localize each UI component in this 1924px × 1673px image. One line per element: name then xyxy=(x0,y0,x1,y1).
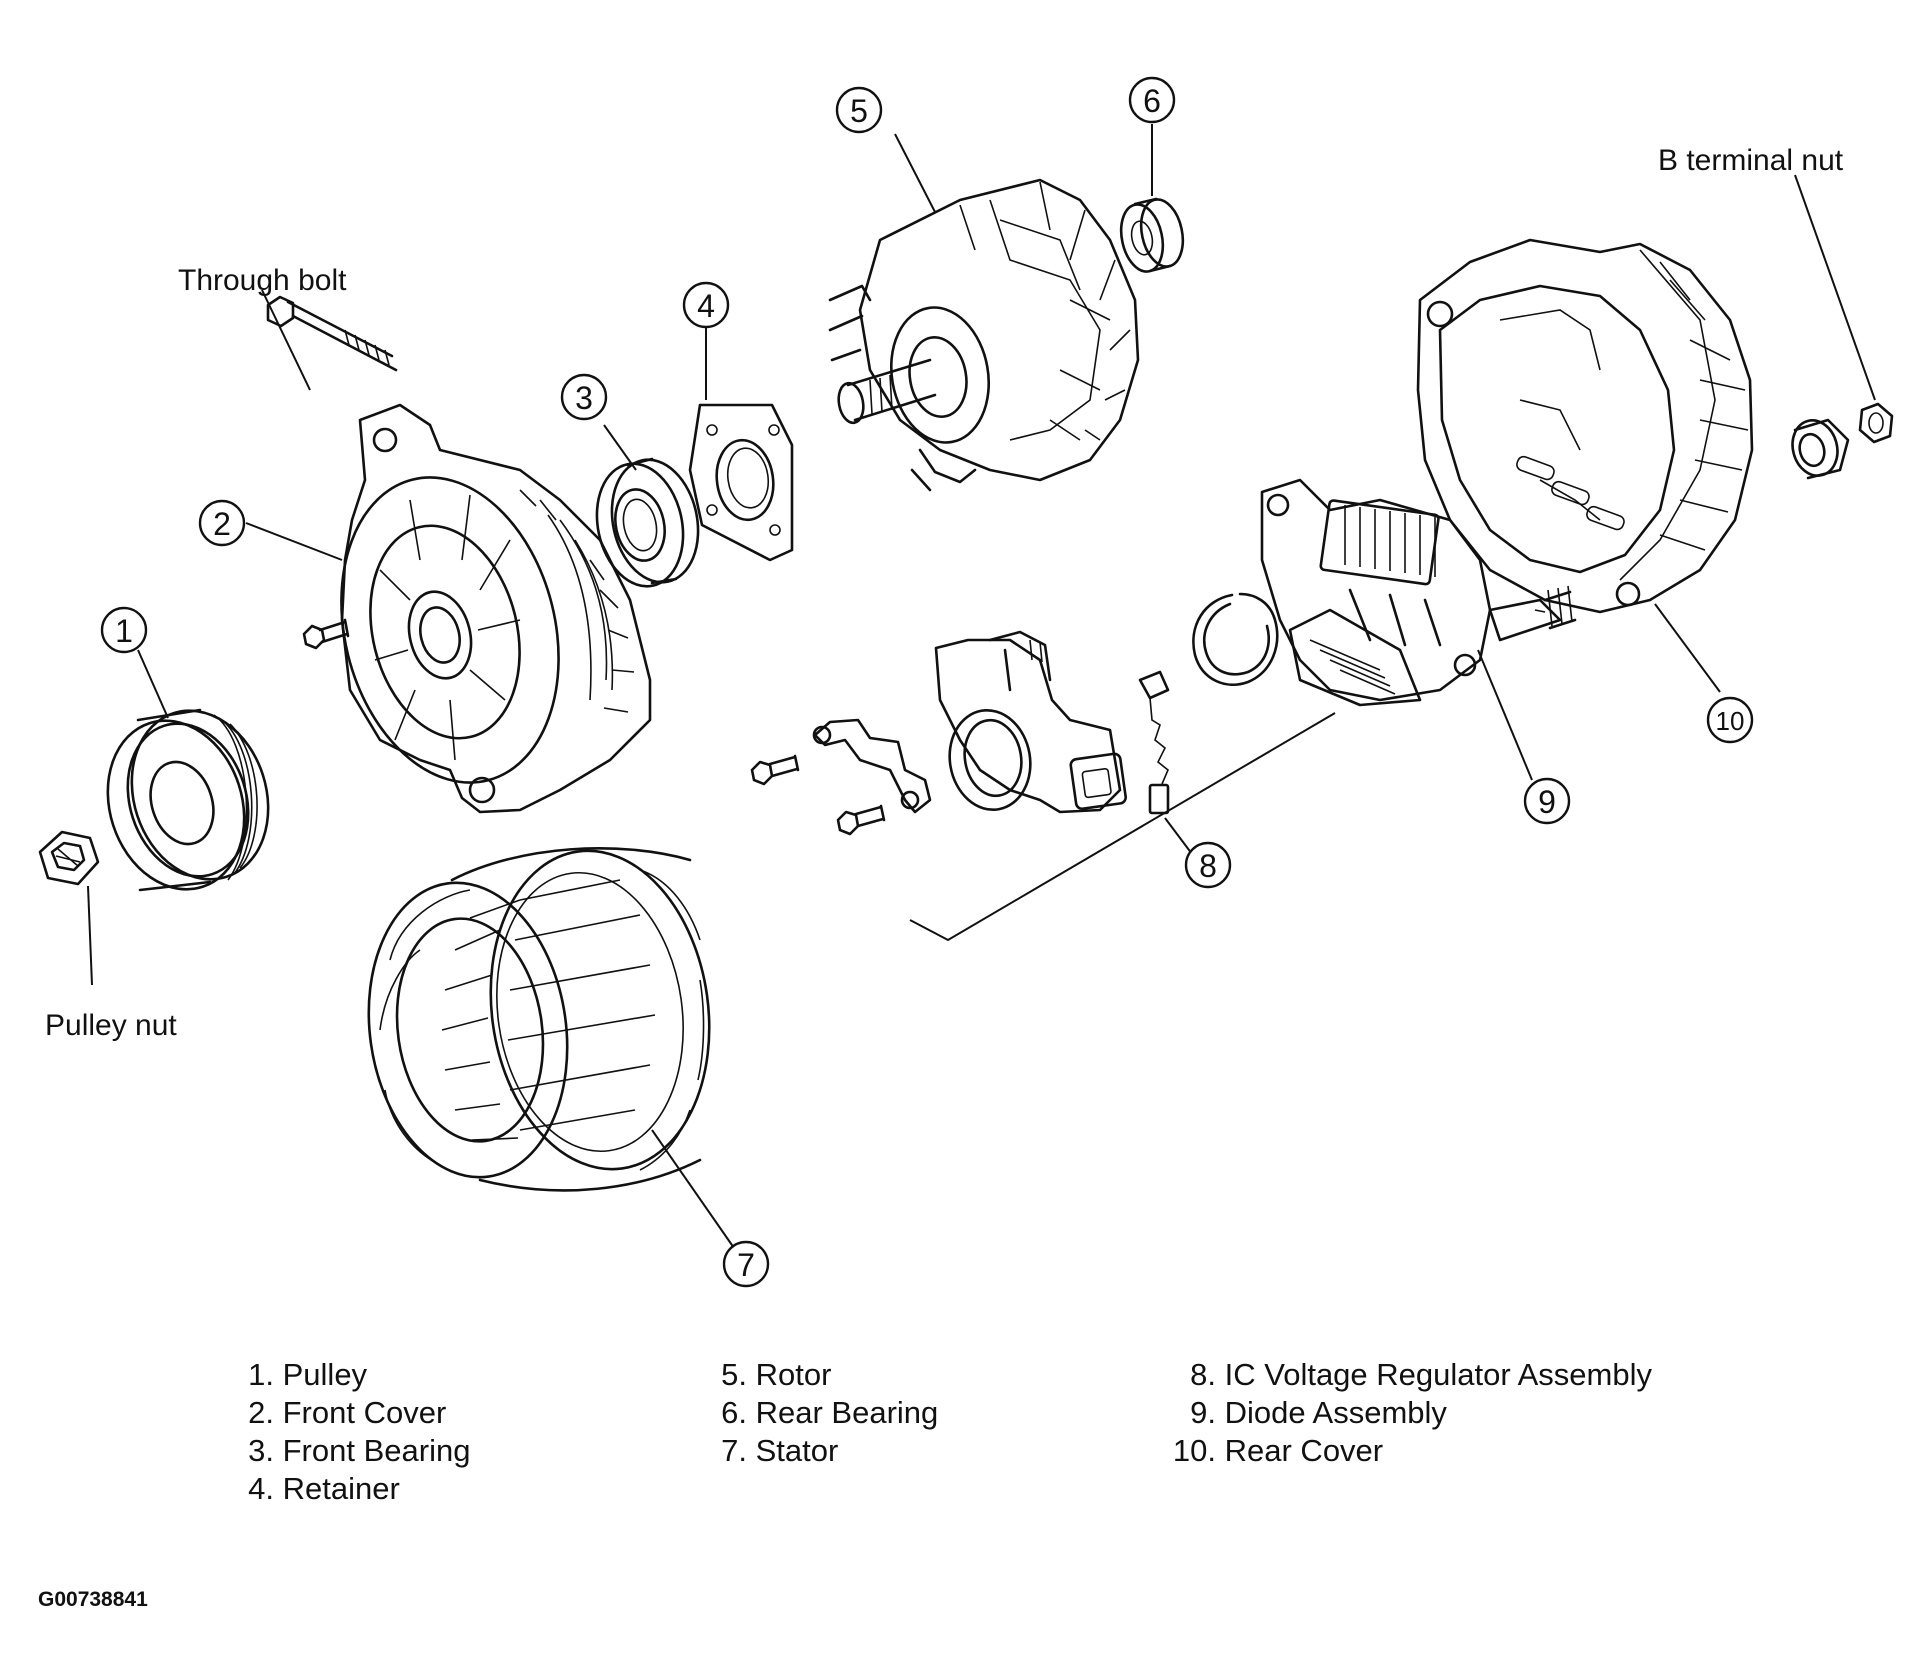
legend-item: 8. IC Voltage Regulator Assembly xyxy=(1190,1357,1652,1392)
pulley-part xyxy=(106,708,270,892)
diode-assembly-leader xyxy=(1477,649,1533,781)
rear-bearing-part xyxy=(1119,197,1185,273)
through-bolt-label: Through bolt xyxy=(178,264,347,297)
svg-text:8: 8 xyxy=(1199,848,1217,884)
regulator-screw-1 xyxy=(750,754,800,786)
pulley-nut-part xyxy=(38,830,100,886)
svg-text:3: 3 xyxy=(575,380,593,416)
legend-column-2: 5. Rotor 6. Rear Bearing 7. Stator xyxy=(717,1356,938,1470)
diode-assembly-part xyxy=(1260,478,1577,707)
pulley-leader xyxy=(137,649,169,719)
svg-text:6: 6 xyxy=(1143,83,1161,119)
front-cover-part xyxy=(340,403,652,814)
rotor-leader xyxy=(894,133,936,213)
callout-7: 7 xyxy=(722,1240,770,1288)
brush-holder-bracket-part xyxy=(812,718,932,814)
through-bolt-part xyxy=(266,295,398,372)
callout-1: 1 xyxy=(100,606,148,654)
legend-item: 4. Retainer xyxy=(248,1471,400,1506)
legend-item: 6. Rear Bearing xyxy=(721,1395,939,1430)
ic-regulator-bracket-leader xyxy=(909,712,1336,942)
front-bearing-leader xyxy=(603,424,637,471)
callout-9: 9 xyxy=(1523,777,1571,825)
legend-item: 5. Rotor xyxy=(721,1357,832,1392)
callout-3: 3 xyxy=(560,373,608,421)
figure-id: G00738841 xyxy=(38,1588,148,1611)
rear-cover-part xyxy=(1416,238,1754,614)
rear-cover-leader xyxy=(1654,603,1721,693)
legend-column-3: 8. IC Voltage Regulator Assembly 9. Diod… xyxy=(1166,1356,1652,1470)
rotor-part xyxy=(828,178,1140,492)
callout-10: 10 xyxy=(1706,696,1754,744)
legend-item: 10. Rear Cover xyxy=(1172,1433,1384,1468)
snap-ring-part xyxy=(1192,592,1279,686)
svg-text:2: 2 xyxy=(213,506,231,542)
legend-item: 9. Diode Assembly xyxy=(1190,1395,1447,1430)
b-terminal-nut-part xyxy=(1791,402,1894,480)
front-cover-leader xyxy=(245,522,343,561)
callout-4: 4 xyxy=(682,281,730,329)
legend-item: 1. Pulley xyxy=(248,1357,368,1392)
pulley-nut-leader xyxy=(87,885,93,986)
front-cover-screw xyxy=(302,618,350,650)
svg-text:1: 1 xyxy=(115,613,133,649)
svg-text:9: 9 xyxy=(1538,784,1556,820)
svg-text:4: 4 xyxy=(697,288,715,324)
callout-6: 6 xyxy=(1128,76,1176,124)
legend-item: 7. Stator xyxy=(721,1433,839,1468)
svg-text:7: 7 xyxy=(737,1247,755,1283)
svg-text:5: 5 xyxy=(850,93,868,129)
brush-part xyxy=(1138,670,1170,815)
regulator-screw-2 xyxy=(836,804,886,836)
retainer-part xyxy=(688,403,794,562)
callout-5: 5 xyxy=(835,86,883,134)
b-terminal-nut-leader xyxy=(1794,174,1876,401)
legend-item: 3. Front Bearing xyxy=(248,1433,471,1468)
legend-column-1: 1. Pulley 2. Front Cover 3. Front Bearin… xyxy=(244,1356,470,1508)
b-terminal-nut-label: B terminal nut xyxy=(1658,144,1844,177)
stator-leader xyxy=(651,1129,735,1249)
callout-2: 2 xyxy=(198,499,246,547)
pulley-nut-label: Pulley nut xyxy=(45,1009,177,1042)
through-bolt-leader xyxy=(261,289,311,391)
callout-8: 8 xyxy=(1184,841,1232,889)
legend-item: 2. Front Cover xyxy=(248,1395,447,1430)
stator-part xyxy=(367,847,711,1192)
svg-text:10: 10 xyxy=(1716,706,1745,736)
ic-voltage-regulator-part xyxy=(934,630,1127,814)
